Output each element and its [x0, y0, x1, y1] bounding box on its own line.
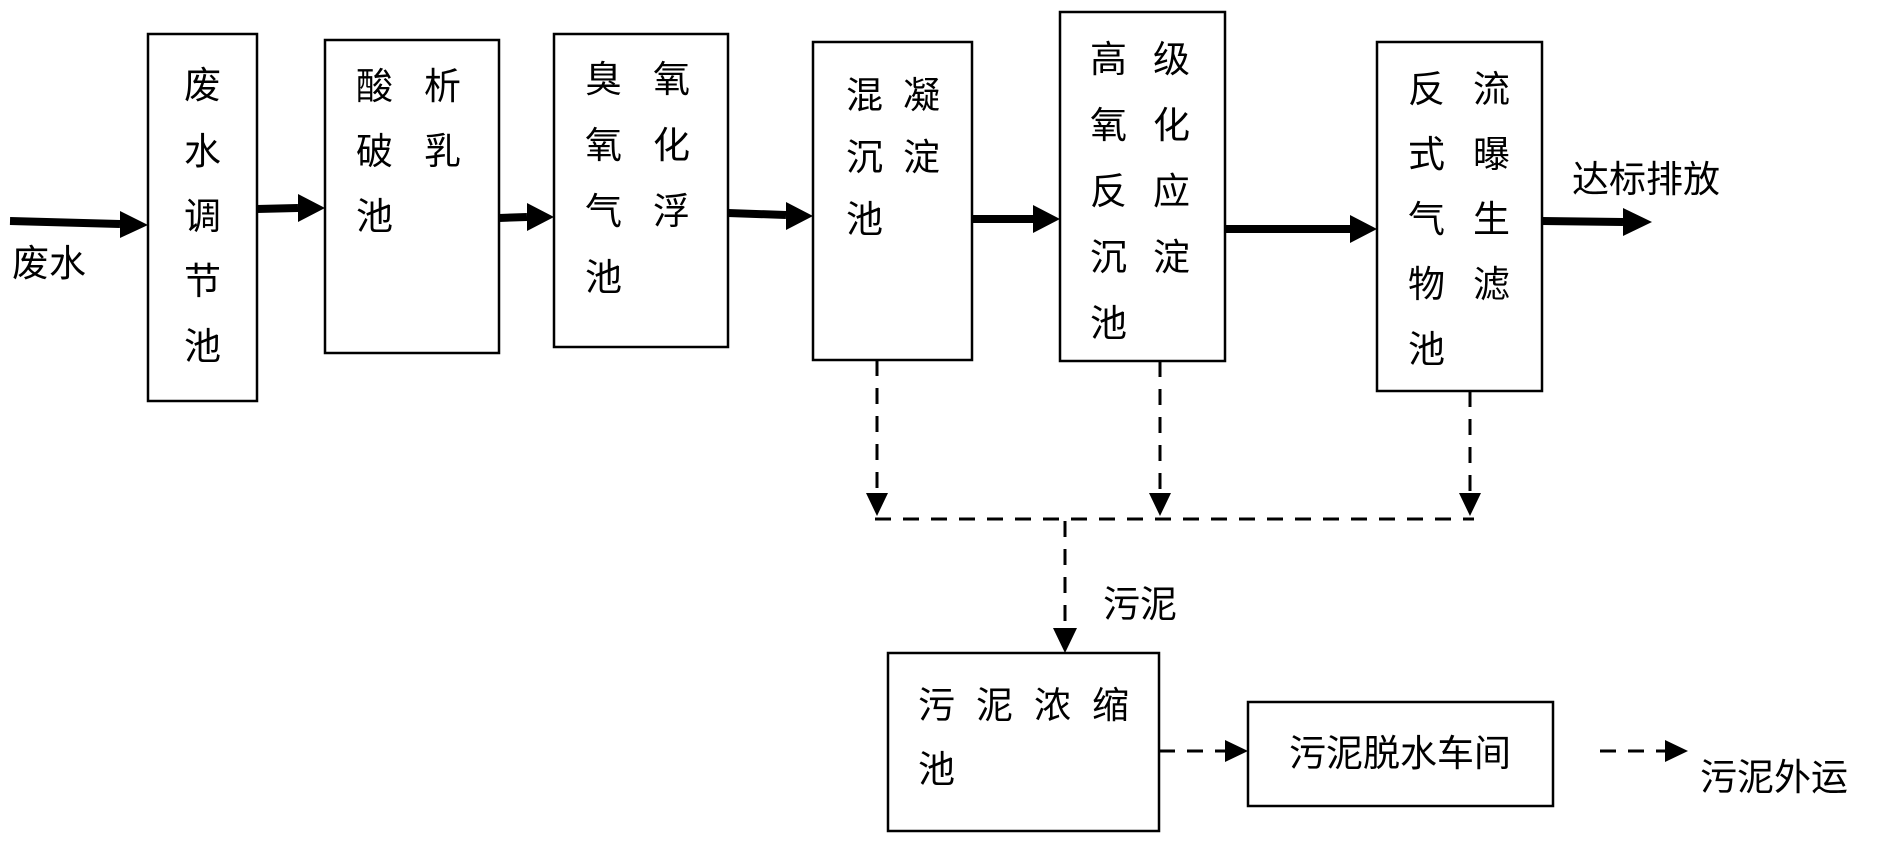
char: 水: [184, 130, 221, 173]
demulsification-tank-box: [323, 38, 501, 355]
char: 乳: [424, 130, 461, 173]
char: 沉: [846, 136, 883, 179]
arrow-head: [786, 202, 813, 230]
arrow-head: [1053, 628, 1077, 653]
char: 物: [1408, 263, 1445, 306]
char: 淀: [903, 136, 940, 179]
biofilter-tank-label: 反 流 式 曝 气 生 物 滤 池: [1408, 68, 1510, 371]
final-label: 污泥外运: [1700, 756, 1848, 799]
char: 化: [653, 124, 690, 167]
char: 式: [1408, 133, 1445, 176]
arrow-ozone-to-coagulation: [727, 209, 787, 219]
char: 池: [918, 748, 955, 791]
char: 臭: [585, 58, 622, 101]
arrow-head: [1665, 740, 1688, 762]
char: 浓: [1034, 684, 1071, 727]
char: 生: [1473, 198, 1510, 241]
ozone-flotation-tank-box: [552, 32, 730, 349]
char: 氧: [653, 58, 690, 101]
char: 池: [356, 195, 393, 238]
char: 沉: [1090, 236, 1127, 279]
char: 池: [1408, 328, 1445, 371]
char: 滤: [1473, 263, 1510, 306]
main-flow-arrows: [9, 194, 1652, 243]
char: 曝: [1473, 133, 1510, 176]
char: 酸: [356, 65, 393, 108]
char: 池: [184, 325, 221, 368]
arrow-regulating-to-demulsification: [256, 204, 299, 213]
arrow-head: [1350, 215, 1377, 243]
char: 氧: [585, 124, 622, 167]
dewatering-label: 污泥脱水车间: [1289, 732, 1511, 775]
char: 淀: [1153, 236, 1190, 279]
char: 级: [1153, 38, 1190, 81]
char: 气: [585, 190, 622, 233]
arrow-head: [1623, 208, 1652, 236]
demulsification-tank-label: 酸 析 破 乳 池: [356, 65, 461, 238]
char: 池: [585, 256, 622, 299]
arrow-biofilter-to-output: [1541, 217, 1624, 226]
char: 氧: [1090, 104, 1127, 147]
coagulation-tank-box: [811, 40, 974, 362]
char: 凝: [903, 74, 940, 117]
char: 浮: [653, 190, 690, 233]
char: 析: [424, 65, 461, 108]
char: 反: [1408, 68, 1445, 111]
char: 泥: [976, 684, 1013, 727]
arrow-head: [866, 493, 888, 516]
dewatering-box: [1246, 700, 1555, 808]
regulating-tank-label: 废 水 调 节 池: [184, 64, 221, 368]
arrow-head: [1149, 493, 1171, 516]
sludge-label: 污泥: [1103, 583, 1177, 626]
char: 混: [846, 74, 883, 117]
char: 池: [1090, 302, 1127, 345]
char: 破: [356, 130, 393, 173]
arrow-head: [298, 194, 325, 222]
arrow-head: [1459, 493, 1481, 516]
thickener-box: [886, 651, 1161, 833]
arrow-head: [527, 203, 554, 231]
char: 化: [1153, 104, 1190, 147]
char: 缩: [1092, 684, 1129, 727]
char: 高: [1090, 38, 1127, 81]
regulating-tank-box: [146, 32, 259, 403]
char: 池: [846, 198, 883, 241]
char: 气: [1408, 198, 1445, 241]
char: 应: [1153, 170, 1190, 213]
char: 废: [184, 64, 221, 107]
arrow-demulsification-to-ozone: [498, 213, 528, 222]
coagulation-tank-label: 混 凝 沉 淀 池: [846, 74, 940, 241]
advanced-oxidation-tank-box: [1058, 10, 1227, 363]
output-label: 达标排放: [1572, 158, 1720, 201]
input-label: 废水: [12, 242, 86, 285]
advanced-oxidation-tank-label: 高 级 氧 化 反 应 沉 淀 池: [1090, 38, 1190, 345]
arrow-head: [1033, 205, 1060, 233]
sludge-flow-arrows: [866, 360, 1688, 762]
char: 反: [1090, 170, 1127, 213]
arrow-head: [1225, 740, 1248, 762]
thickener-label: 污 泥 浓 缩 池: [918, 684, 1129, 791]
ozone-flotation-tank-label: 臭 氧 氧 化 气 浮 池: [585, 58, 690, 299]
biofilter-tank-box: [1375, 40, 1544, 393]
char: 节: [184, 260, 221, 303]
char: 调: [184, 195, 221, 238]
arrow-input-to-regulating: [9, 217, 121, 228]
char: 污: [918, 684, 955, 727]
arrow-head: [120, 211, 148, 238]
char: 流: [1473, 68, 1510, 111]
